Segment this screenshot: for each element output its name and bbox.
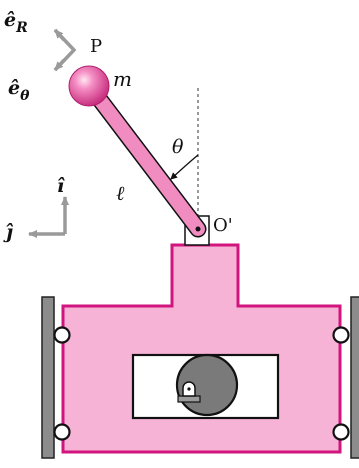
wheel-left-top	[53, 326, 71, 344]
label-e-r: êR	[4, 9, 28, 36]
mass-ball	[68, 65, 110, 107]
label-i-hat: î	[57, 175, 65, 197]
motor-mount-icon	[177, 381, 201, 403]
angle-arc	[170, 154, 199, 180]
cart-body	[61, 243, 342, 454]
pivot-pin	[195, 226, 201, 232]
label-theta: θ	[172, 136, 184, 158]
e-theta-arrow	[53, 58, 66, 72]
label-pivot: O'	[213, 215, 233, 236]
left-rail	[41, 296, 55, 459]
label-length: ℓ	[116, 181, 125, 205]
wheel-right-bottom	[332, 423, 350, 441]
polar-vector-lines	[53, 28, 77, 72]
right-rail	[350, 296, 359, 459]
wheel-right-top	[332, 326, 350, 344]
label-j-hat: ĵ	[3, 221, 14, 243]
label-mass: m	[113, 67, 132, 91]
pendulum-rod	[84, 81, 205, 236]
label-p: P	[90, 36, 102, 57]
wheel-left-bottom	[53, 423, 71, 441]
label-e-theta: êθ	[8, 77, 30, 104]
e-r-arrow	[53, 28, 66, 42]
